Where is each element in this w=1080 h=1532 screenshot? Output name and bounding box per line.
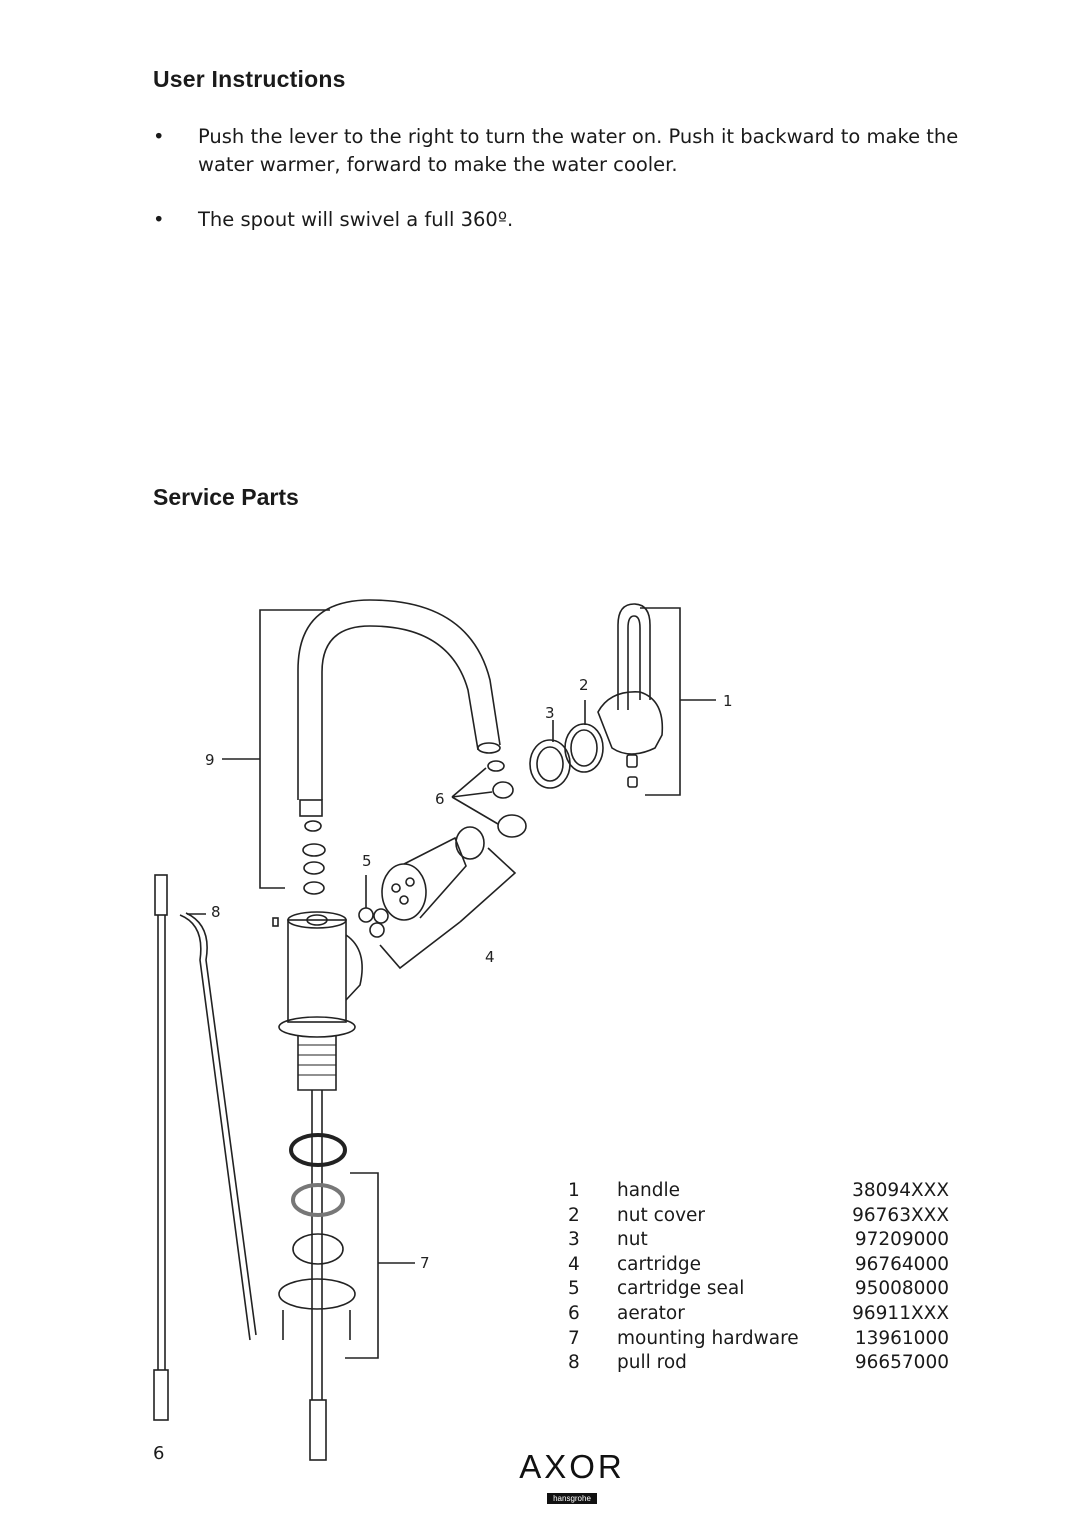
part-code: 96764000: [854, 1253, 949, 1275]
callout-1: 1: [723, 692, 733, 710]
parts-row: 7 mounting hardware 13961000: [564, 1327, 949, 1352]
spout-seals: [302, 820, 326, 895]
part-name: nut cover: [617, 1204, 706, 1226]
parts-row: 3 nut 97209000: [564, 1228, 949, 1253]
part-name: cartridge: [617, 1253, 701, 1275]
page-title: User Instructions: [153, 66, 346, 92]
parts-row: 5 cartridge seal 95008000: [564, 1277, 949, 1302]
part-number: 8: [568, 1352, 580, 1374]
exploded-parts-diagram: 1 2 3 4 5 6 7 8 9: [153, 599, 733, 1461]
part-code: 96911XXX: [852, 1302, 949, 1324]
instruction-bullet-spout: The spout will swivel a full 360º.: [153, 206, 998, 234]
logo-brand: AXOR: [519, 1448, 625, 1485]
callout-3: 3: [545, 704, 555, 722]
section-title: Service Parts: [153, 484, 299, 510]
part-name: cartridge seal: [617, 1278, 745, 1300]
part-code: 97209000: [854, 1229, 949, 1251]
instruction-bullet-lever: Push the lever to the right to turn the …: [153, 123, 998, 179]
part-number: 6: [568, 1302, 580, 1324]
part-number: 2: [568, 1204, 580, 1226]
faucet-body: [278, 911, 363, 1461]
part-number: 1: [568, 1180, 580, 1201]
callout-2: 2: [579, 676, 589, 694]
cartridge: [381, 826, 485, 921]
part-code: 96657000: [854, 1352, 949, 1374]
callout-4: 4: [485, 948, 495, 966]
part-code: 13961000: [854, 1327, 949, 1349]
parts-list: 1 handle 38094XXX 2 nut cover 96763XXX 3 nut 972…: [564, 1179, 949, 1376]
part-name: handle: [617, 1180, 681, 1201]
part-name: mounting hardware: [617, 1327, 799, 1349]
page-number: 6: [153, 1443, 165, 1464]
callout-5: 5: [362, 852, 372, 870]
part-code: 95008000: [854, 1278, 949, 1300]
mounting-hardware: [278, 1133, 356, 1340]
spout: [297, 599, 501, 800]
aerator-parts: [487, 760, 527, 838]
parts-row: 2 nut cover 96763XXX: [564, 1204, 949, 1229]
callout-9: 9: [205, 751, 215, 769]
handle: [597, 603, 664, 788]
part-number: 7: [568, 1327, 580, 1349]
part-code: 96763XXX: [852, 1204, 949, 1226]
part-number: 5: [568, 1278, 580, 1300]
callout-6: 6: [435, 790, 445, 808]
nut: [529, 739, 571, 789]
part-name: aerator: [617, 1302, 685, 1324]
axor-logo: AXOR hansgrohe: [510, 1448, 634, 1522]
callout-7: 7: [420, 1254, 430, 1272]
part-number: 4: [568, 1253, 580, 1275]
part-name: pull rod: [617, 1352, 687, 1374]
pull-rod: [179, 912, 257, 1341]
parts-row: 1 handle 38094XXX: [564, 1179, 949, 1204]
logo-sub: hansgrohe: [547, 1493, 597, 1504]
callout-8: 8: [211, 903, 221, 921]
part-name: nut: [617, 1229, 648, 1251]
parts-row: 6 aerator 96911XXX: [564, 1302, 949, 1327]
cartridge-seal: [358, 907, 389, 938]
part-number: 3: [568, 1229, 580, 1251]
parts-row: 4 cartridge 96764000: [564, 1253, 949, 1278]
hose: [153, 874, 169, 1421]
part-code: 38094XXX: [852, 1180, 949, 1201]
parts-row: 8 pull rod 96657000: [564, 1351, 949, 1376]
